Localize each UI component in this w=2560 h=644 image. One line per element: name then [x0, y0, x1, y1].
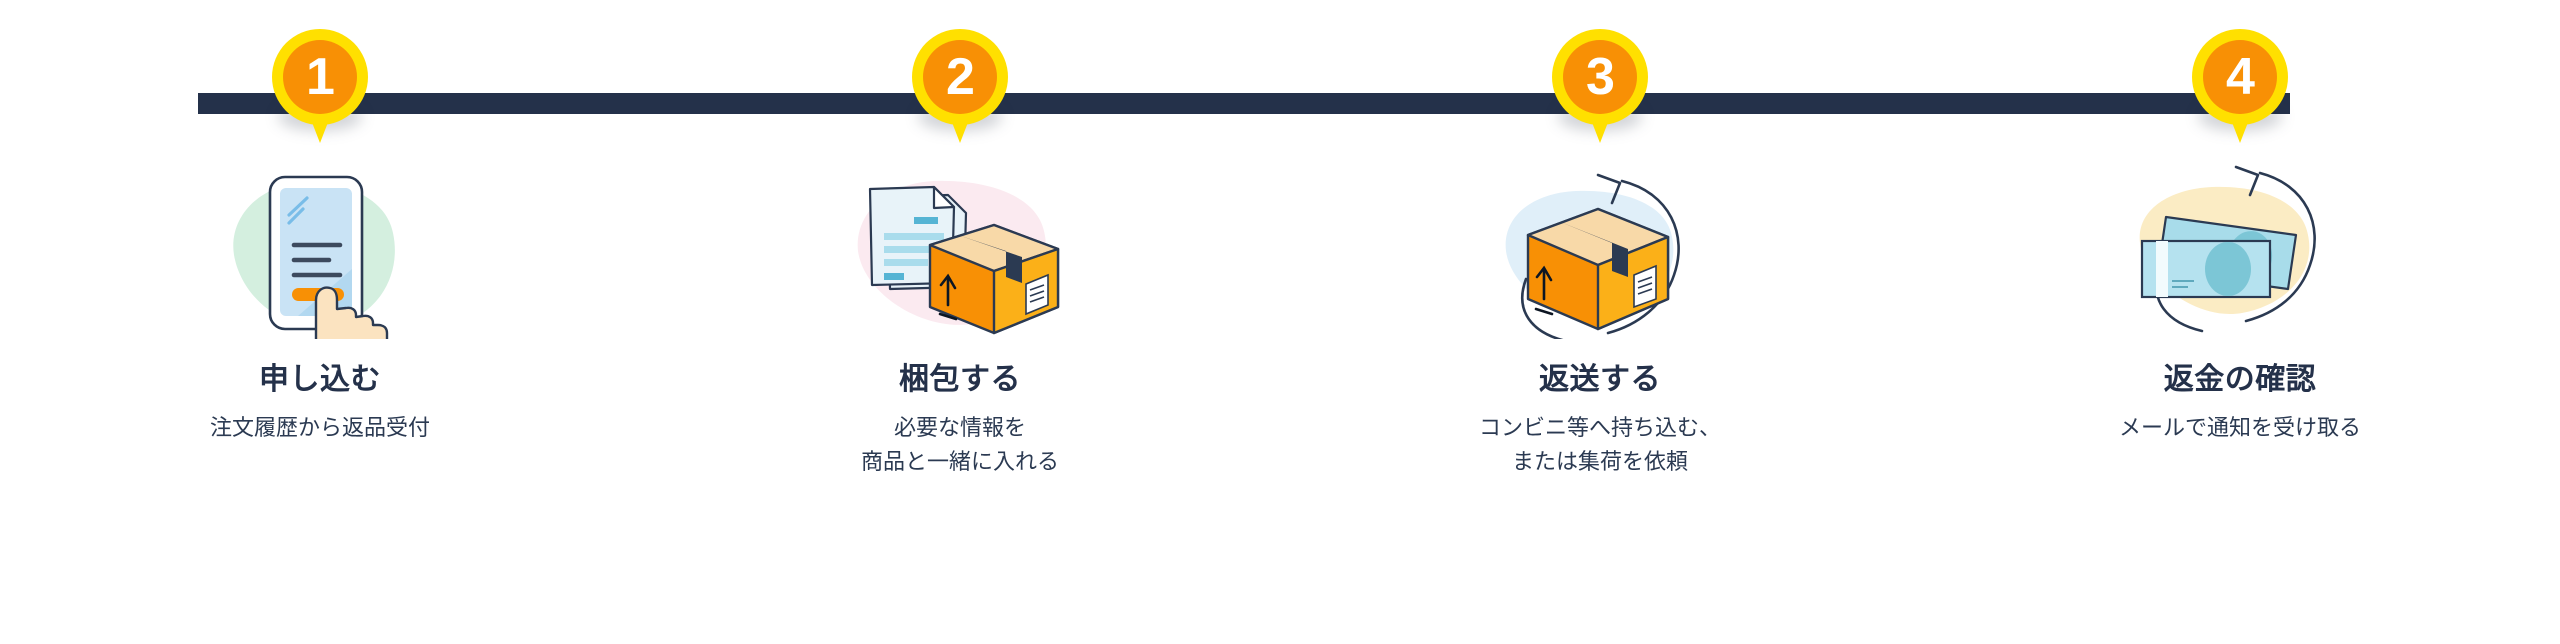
banknotes-refund-icon — [2110, 159, 2370, 339]
step-caption-2: 梱包する 必要な情報を 商品と一緒に入れる — [861, 361, 1059, 479]
step-4: 4 — [1920, 0, 2560, 644]
step-marker-pin-2[interactable]: 2 — [912, 29, 1008, 151]
step-caption-4: 返金の確認 メールで通知を受け取る — [2119, 361, 2361, 445]
step-caption-3: 返送する コンビニ等へ持ち込む、 または集荷を依頼 — [1479, 361, 1721, 479]
description-line: 必要な情報を — [893, 414, 1026, 440]
step-description: 必要な情報を 商品と一緒に入れる — [861, 411, 1059, 479]
step-number: 3 — [1586, 48, 1615, 106]
step-1: 1 — [0, 0, 640, 644]
pin-core: 4 — [2203, 40, 2277, 114]
step-title: 申し込む — [258, 363, 381, 396]
step-caption-1: 申し込む 注文履歴から返品受付 — [210, 361, 430, 445]
step-number: 2 — [946, 48, 975, 106]
description-line: または集荷を依頼 — [1511, 448, 1688, 474]
step-marker-pin-1[interactable]: 1 — [272, 29, 368, 151]
documents-and-box-icon — [830, 159, 1090, 339]
step-title: 返金の確認 — [2163, 363, 2317, 396]
step-number: 4 — [2226, 48, 2255, 106]
step-title: 返送する — [1538, 363, 1661, 396]
step-description: コンビニ等へ持ち込む、 または集荷を依頼 — [1479, 411, 1721, 479]
description-line: メールで通知を受け取る — [2118, 414, 2361, 440]
step-3: 3 — [1280, 0, 1920, 644]
pin-core: 1 — [283, 40, 357, 114]
step-number: 1 — [306, 48, 335, 106]
step-marker-pin-3[interactable]: 3 — [1552, 29, 1648, 151]
description-line: コンビニ等へ持ち込む、 — [1478, 414, 1721, 440]
step-2: 2 — [640, 0, 1280, 644]
box-return-arrow-icon — [1470, 159, 1730, 339]
pin-core: 3 — [1563, 40, 1637, 114]
progress-connector-bar — [198, 93, 2290, 114]
description-line: 商品と一緒に入れる — [860, 448, 1059, 474]
description-line: 注文履歴から返品受付 — [209, 414, 430, 440]
step-title: 梱包する — [898, 363, 1021, 396]
pin-core: 2 — [923, 40, 997, 114]
step-description: メールで通知を受け取る — [2119, 411, 2361, 445]
step-description: 注文履歴から返品受付 — [210, 411, 430, 445]
phone-tap-icon — [190, 159, 450, 339]
step-marker-pin-4[interactable]: 4 — [2192, 29, 2288, 151]
